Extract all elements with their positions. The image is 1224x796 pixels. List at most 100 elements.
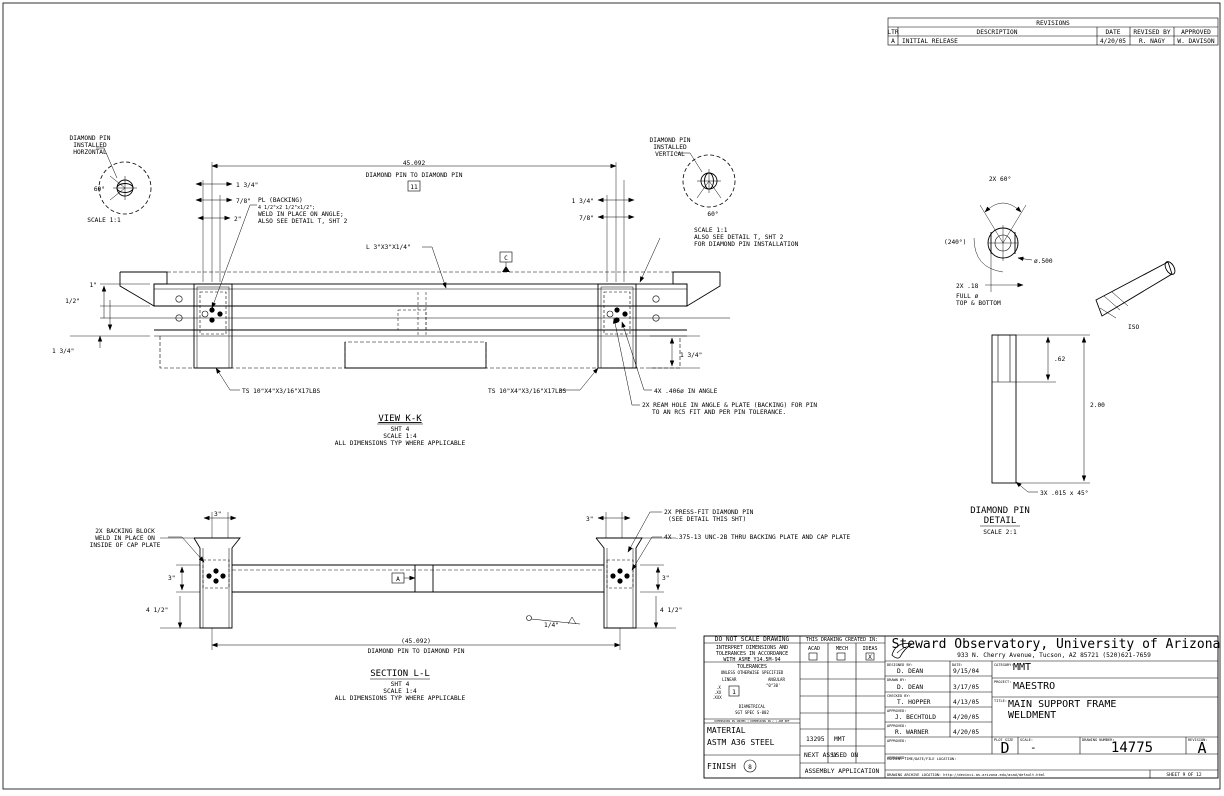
diamond-pin-dim-200: 2.00: [1090, 402, 1105, 409]
tb-diametrical: DIAMETRICAL: [739, 704, 766, 709]
section-ll-dim-3-top-left: 3": [214, 511, 221, 518]
view-kk-hole-note: 4X .406ø IN ANGLE: [654, 388, 718, 395]
diamond-pin-ref-angle: (240°): [944, 238, 966, 246]
pin-right-label-3: VERTICAL: [655, 151, 685, 158]
tb-finish-balloon: 8: [748, 764, 752, 771]
view-kk-balloon: 11: [410, 184, 418, 191]
revisions-title: REVISIONS: [1036, 20, 1070, 27]
tb-next-assy-val: 13295: [806, 736, 825, 743]
tb-revision-label: REVISION:: [1188, 738, 1207, 742]
tb-title-label: TITLE:: [994, 699, 1007, 703]
pin-left-angle: 60°: [94, 185, 105, 193]
diamond-pin-dim-62: .62: [1054, 356, 1065, 363]
tb-checked-by: T. HOPPER: [897, 699, 931, 706]
pl-backing-4: ALSO SEE DETAIL T, SHT 2: [258, 218, 348, 225]
tb-tol-balloon: 1: [732, 689, 736, 696]
pin-left-scale: SCALE 1:1: [87, 217, 121, 224]
tb-revision: A: [1197, 739, 1206, 757]
view-kk-dim-overall: 45.092: [403, 160, 426, 167]
diamond-pin-angle: 2X 60°: [989, 175, 1011, 183]
pin-vertical-view: [676, 152, 736, 208]
tb-material-label: MATERIAL: [707, 726, 746, 735]
view-kk-title: VIEW K-K: [378, 414, 422, 424]
tb-drawn-by: D. DEAN: [897, 684, 923, 691]
view-kk-dim-2: 2": [234, 216, 241, 223]
tb-archive: DRAWING ARCHIVE LOCATION: http://devinci…: [887, 773, 1045, 777]
tb-title-2: WELDMENT: [1008, 710, 1056, 721]
section-ll-geometry: [160, 511, 676, 650]
tb-ideas: IDEAS: [862, 646, 877, 652]
tb-title-1: MAIN SUPPORT FRAME: [1008, 699, 1116, 710]
tb-sheet: SHEET 9 OF 12: [1166, 772, 1202, 778]
tb-approved3-label: APPROVED:: [887, 739, 906, 743]
view-kk-dim-134-lower-right: 1 3/4": [680, 352, 702, 359]
diamond-pin-detail-geometry: [973, 202, 1176, 493]
diamond-pin-dia: ø.500: [1034, 258, 1053, 265]
tb-plot-size-label: PLOT SIZE: [994, 738, 1013, 742]
tb-project-label: PROJECT:: [994, 680, 1011, 684]
tb-drawn-date: 3/17/05: [953, 684, 979, 691]
diamond-pin-title-2: DETAIL: [984, 516, 1017, 526]
pin-right-label-1: DIAMOND PIN: [650, 137, 691, 144]
tb-dwg-no: 14775: [1111, 740, 1153, 756]
view-kk-sub-1: SHT 4: [391, 426, 410, 433]
tb-approved2: R. WARNER: [895, 729, 929, 736]
backing-block-2: WELD IN PLACE ON: [95, 535, 155, 542]
section-ll-dim-3-top-right: 3": [586, 516, 593, 523]
tb-spec: SGT SPEC S-002: [735, 710, 769, 715]
view-kk-sub-3: ALL DIMENSIONS TYP WHERE APPLICABLE: [335, 440, 466, 447]
section-ll-title: SECTION L-L: [370, 669, 430, 679]
section-ll-sub-2: SCALE 1:4: [383, 688, 417, 695]
tb-interpret-1: INTERPRET DIMENSIONS AND: [716, 645, 788, 651]
section-ll-tapped-note: 4X .375-13 UNC-2B THRU BACKING PLATE AND…: [664, 534, 851, 541]
backing-block-1: 2X BACKING BLOCK: [95, 528, 155, 535]
tb-tol-xx: .XX: [714, 690, 722, 695]
rev-header-date: DATE: [1106, 29, 1121, 36]
rev-header-ltr: LTR: [887, 29, 898, 36]
tb-drawn-by-label: DRAWN BY:: [887, 678, 906, 682]
tb-used-on-val: MMT: [834, 736, 845, 743]
rev-row-revised-by: R. NAGY: [1139, 38, 1165, 45]
view-kk-dim-12: 1/2": [65, 298, 80, 305]
tb-checked-by-label: CHECKED BY:: [887, 694, 911, 698]
tb-dwg-no-label: DRAWING NUMBER:: [1082, 738, 1114, 742]
tb-approved2-date: 4/20/05: [953, 729, 979, 736]
view-kk-ream-note-1: 2X REAM HOLE IN ANGLE & PLATE (BACKING) …: [642, 402, 817, 409]
tb-used-on: USED ON: [832, 752, 858, 759]
tb-fine-print: DIMENSIONS IN INCHES | DIMENSIONS IN ( )…: [715, 719, 790, 723]
diamond-pin-iso: ISO: [1128, 324, 1139, 331]
section-ll-dim-overall: (45.092): [401, 638, 431, 645]
pin-left-label-3: HORZONTAL: [73, 149, 107, 156]
tb-category: MMT: [1013, 662, 1031, 673]
tb-angular-val: °0°30': [766, 683, 780, 688]
view-kk-dim-1: 1": [90, 282, 97, 289]
revisions-table: [887, 17, 1219, 46]
tb-next-assy: NEXT ASSY: [804, 752, 838, 759]
view-kk-dim-78-right: 7/8": [579, 215, 594, 222]
view-kk-dim-134-lower-left: 1 3/4": [52, 348, 74, 355]
rev-row-ltr: A: [891, 38, 895, 45]
view-kk-ts-right: TS 10"X4"X3/16"X17LBS: [488, 388, 567, 395]
tb-address: 933 N. Cherry Avenue, Tucson, AZ 85721 (…: [957, 652, 1151, 659]
tb-material: ASTM A36 STEEL: [707, 738, 775, 747]
rev-header-approved: APPROVED: [1181, 29, 1211, 36]
tb-linear: LINEAR: [722, 677, 737, 682]
press-fit-2: (SEE DETAIL THIS SHT): [668, 516, 746, 523]
pin-right-angle: 60°: [707, 210, 718, 218]
pin-right-note-2: ALSO SEE DETAIL T, SHT 2: [694, 234, 784, 241]
view-kk-angle-note: L 3"X3"X1/4": [366, 244, 411, 251]
view-kk-dim-note: DIAMOND PIN TO DIAMOND PIN: [366, 172, 463, 179]
diamond-pin-flat-3: TOP & BOTTOM: [956, 300, 1001, 307]
view-kk-ream-note-2: TO AN RC5 FIT AND PER PIN TOLERANCE.: [652, 409, 786, 416]
view-kk-datum-c: C: [504, 255, 508, 262]
diamond-pin-scale: SCALE 2:1: [983, 529, 1017, 536]
view-kk-ts-left: TS 10"X4"X3/16"X17LBS: [242, 388, 321, 395]
section-ll-weld: 1/4": [544, 622, 559, 629]
tb-scale-label: SCALE:: [1020, 738, 1033, 742]
section-ll-datum-a: A: [396, 576, 400, 583]
pin-left-label-1: DIAMOND PIN: [70, 135, 111, 142]
rev-row-date: 4/20/05: [1100, 38, 1126, 45]
tb-tolerances-title: TOLERANCES: [737, 664, 767, 670]
